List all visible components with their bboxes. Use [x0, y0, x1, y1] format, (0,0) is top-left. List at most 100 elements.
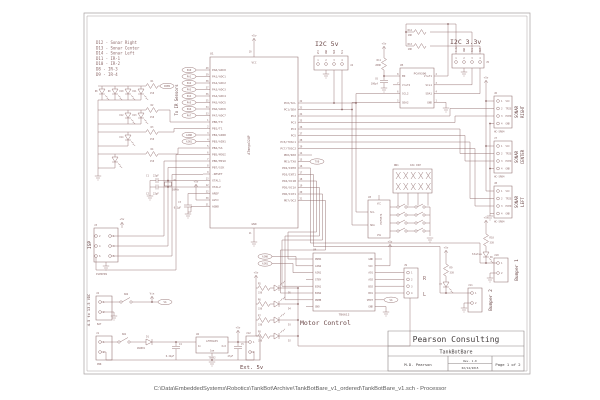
svg-text:Vb: Vb [389, 298, 393, 302]
pin-circle [463, 61, 466, 64]
svg-text:R12: R12 [408, 29, 413, 32]
pin-label: 9 [207, 171, 209, 174]
svg-text:R2: R2 [151, 104, 154, 107]
pin-circle [497, 205, 500, 208]
pin-circle [95, 255, 98, 258]
pin-label: VMOT [367, 298, 374, 302]
svg-text:D4: D4 [288, 308, 291, 311]
pin-circle [99, 351, 102, 354]
svg-text:1N4001: 1N4001 [137, 347, 146, 350]
svg-text:10K: 10K [408, 34, 413, 37]
pin-circle [497, 262, 500, 265]
svg-text:TO-92: TO-92 [209, 357, 217, 360]
pin-label: 29 [300, 146, 303, 149]
date: 02/14/2015 [462, 366, 479, 370]
svg-text:R: R [423, 276, 427, 282]
pin-label: 35 [206, 100, 209, 103]
isp-pins-right: 135 [109, 234, 115, 258]
svg-text:D5: D5 [288, 292, 291, 295]
pin-circle [497, 167, 500, 170]
isp-label: ISP [87, 241, 93, 249]
pin-label: BO1 [368, 291, 373, 295]
svg-text:Out: Out [222, 345, 227, 348]
pin-label: 1 [501, 189, 503, 193]
pin-label: 37 [206, 87, 209, 90]
pin-label: VCC [506, 145, 511, 148]
svg-text:R5: R5 [258, 283, 261, 286]
pin-label: 32 [206, 191, 209, 194]
pin-label: AIN0 [186, 133, 193, 137]
pin-label: PB3/AIN1 [212, 140, 226, 144]
svg-text:+5v: +5v [251, 34, 256, 38]
pin-label: 17 [300, 172, 303, 175]
svg-text:D6: D6 [490, 256, 493, 259]
i2c-bus-wires [305, 94, 393, 225]
svg-text:C3: C3 [178, 201, 181, 204]
svg-text:D7: D7 [439, 283, 442, 286]
pin-label: SDA [370, 223, 375, 227]
svg-text:D8: D8 [95, 90, 98, 93]
pin-label: BIN2 [315, 291, 322, 295]
pin-circle [497, 107, 500, 110]
pin-label: PB0/T0 [212, 120, 223, 124]
svg-text:J9: J9 [404, 263, 408, 267]
svg-text:10k DIP: 10k DIP [410, 163, 421, 167]
svg-text:+5v: +5v [382, 42, 387, 46]
pin-circle [317, 63, 320, 66]
pin-circle [341, 63, 344, 66]
pin-label: 1 [436, 100, 438, 103]
sonar-right-connector: J6 HC-SR04 SONAR RIGHT [494, 91, 525, 134]
pin-label: SCL [341, 49, 344, 54]
pin-circle [497, 122, 500, 125]
pin-label: 6 [99, 254, 101, 258]
svg-text:22pF: 22pF [153, 175, 159, 178]
sonar-power: +5v [484, 76, 494, 221]
svg-text:330: 330 [258, 307, 263, 310]
pin-label: XTAL1 [212, 179, 221, 183]
pin-label: GND [368, 257, 373, 261]
svg-text:+5v: +5v [444, 246, 449, 250]
svg-text:+5v: +5v [236, 326, 241, 330]
pin-label: XTAL2 [212, 185, 221, 189]
pin-label: 4 [411, 291, 413, 295]
pin-label: 26 [300, 126, 303, 129]
svg-text:Com: Com [210, 350, 215, 353]
page-number: Page 1 of 2 [495, 362, 520, 367]
pin-label: PD2/INT0 [282, 166, 296, 170]
pin-label: 5 [207, 145, 209, 148]
svg-text:J4: J4 [350, 63, 354, 67]
svg-text:SONAR: SONAR [514, 195, 519, 208]
svg-text:U3: U3 [368, 195, 372, 199]
net-label: IREN [164, 84, 171, 88]
pin-label: 4 [501, 122, 503, 126]
pin-label: 1 [253, 340, 255, 344]
pin-label: PC4 [291, 127, 296, 131]
pin-circle [471, 61, 474, 64]
svg-text:RIGHT: RIGHT [520, 105, 525, 118]
svg-text:U1: U1 [210, 52, 214, 56]
pin-label: Vref1 [424, 74, 432, 78]
pin-label: PWMA [315, 257, 322, 261]
pin-circle [497, 145, 500, 148]
pin-label: AREF [212, 192, 219, 196]
svg-text:330: 330 [490, 242, 495, 245]
pin-label: PA6/ADC6 [212, 107, 226, 111]
svg-text:J12: J12 [246, 331, 251, 335]
pin-label: 23 [300, 107, 303, 110]
pin-label: 4 [99, 244, 101, 248]
svg-text:150: 150 [150, 138, 155, 141]
pin-label: 39 [206, 74, 209, 77]
svg-text:D12: D12 [120, 114, 125, 117]
pin-label: PA2/ADC2 [212, 81, 226, 85]
pin-label: 4 [341, 59, 343, 62]
svg-text:D11: D11 [133, 90, 138, 93]
bumper1-pins: 12 [497, 261, 503, 275]
